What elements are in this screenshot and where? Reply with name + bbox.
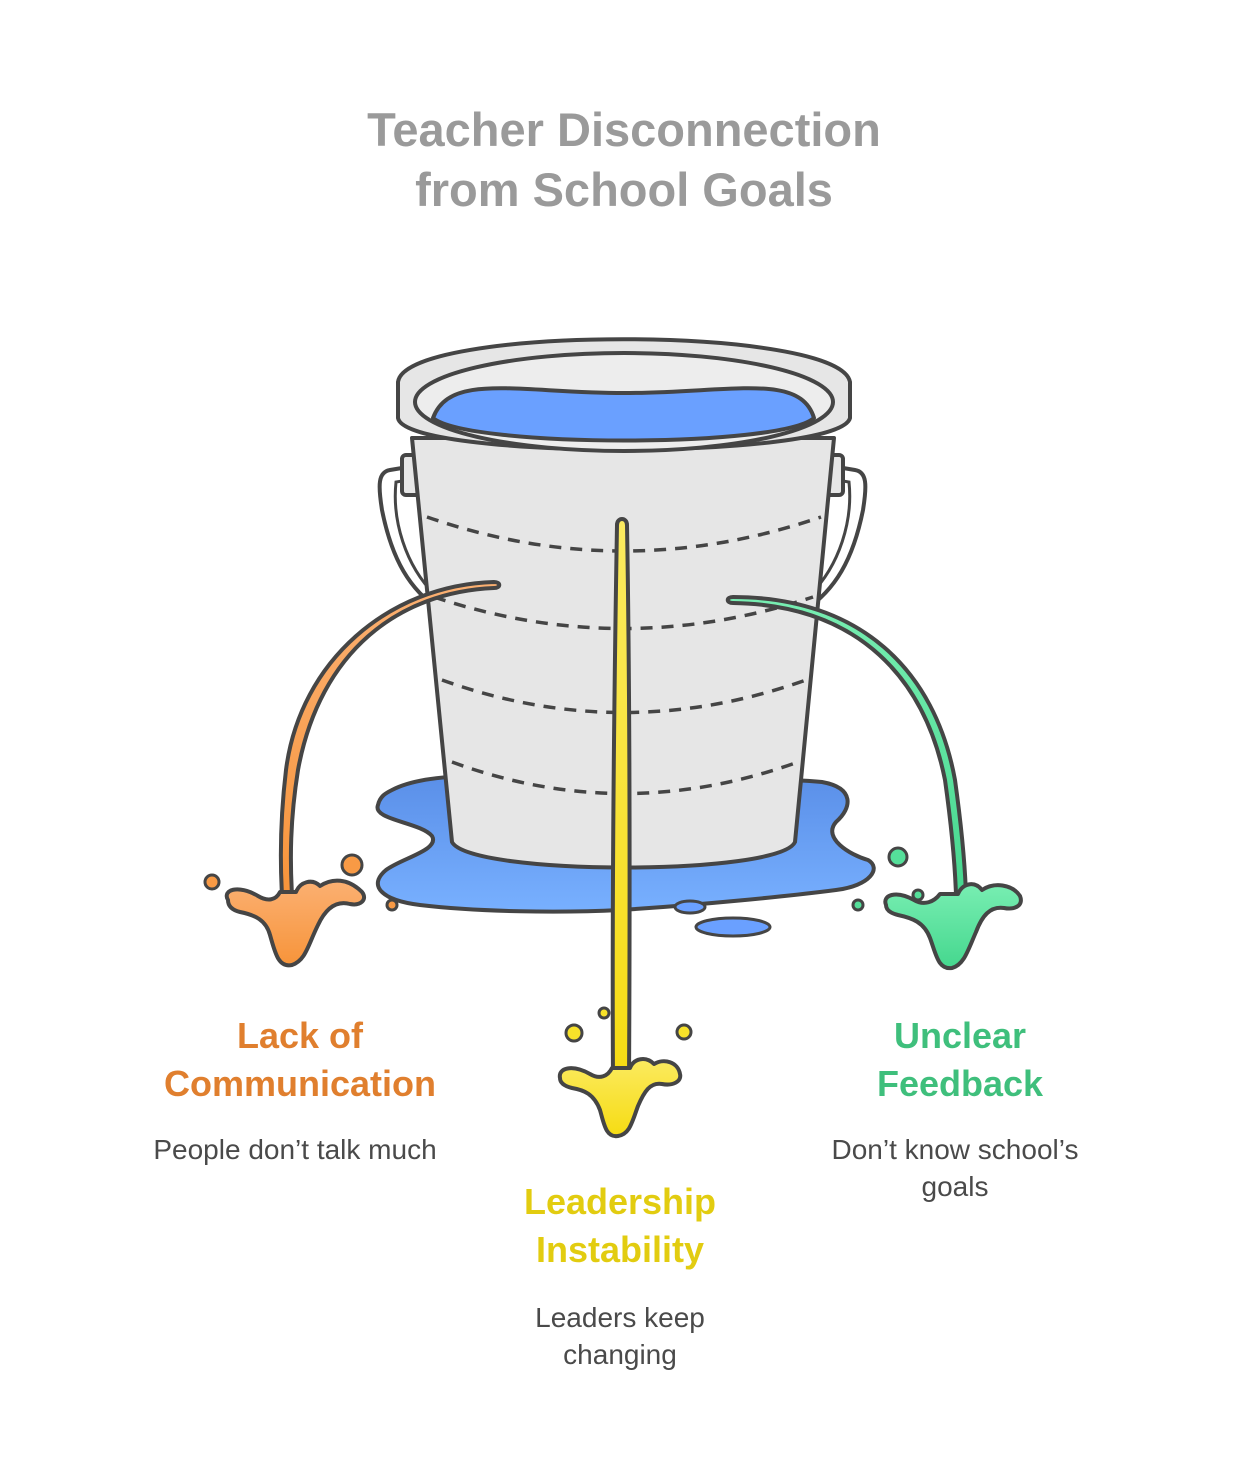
description-unclear-feedback: Don’t know school’s goals xyxy=(831,1134,1079,1202)
label-lack-of-communication: Lack of Communication xyxy=(120,1012,480,1108)
droplet-middle xyxy=(597,1006,611,1020)
description-lack-of-communication: People don’t talk much xyxy=(153,1134,437,1165)
leak-stream-middle xyxy=(610,517,632,1084)
droplet-right xyxy=(887,846,909,868)
splash-right xyxy=(883,882,1023,971)
diagram-title: Teacher Disconnection from School Goals xyxy=(0,100,1248,220)
leak-stream-right xyxy=(725,595,968,897)
droplet-right xyxy=(851,898,865,912)
bucket-handle xyxy=(377,463,442,612)
title-line-1: Teacher Disconnection xyxy=(367,103,881,156)
label-line: Leadership xyxy=(523,1181,717,1222)
title-line-2: from School Goals xyxy=(415,163,833,216)
droplet-right xyxy=(911,888,925,902)
puddle-drop xyxy=(673,899,707,915)
label-leadership-instability: Leadership Instability xyxy=(450,1178,790,1274)
label-line: Feedback xyxy=(876,1063,1044,1104)
description-leadership-instability: Leaders keep changing xyxy=(535,1302,705,1370)
puddle-drop xyxy=(694,916,772,938)
label-line: Communication xyxy=(163,1063,436,1104)
splash-left xyxy=(224,878,367,968)
label-unclear-feedback: Unclear Feedback xyxy=(800,1012,1120,1108)
splash-middle xyxy=(557,1057,683,1139)
bucket-water xyxy=(431,386,816,443)
bucket-handle xyxy=(803,463,868,612)
label-line: Instability xyxy=(535,1229,705,1270)
droplet-left xyxy=(385,898,399,912)
label-line: Lack of xyxy=(236,1015,364,1056)
droplet-middle xyxy=(675,1023,693,1041)
droplet-left xyxy=(340,853,364,877)
droplet-left xyxy=(203,873,221,891)
droplet-middle xyxy=(564,1023,584,1043)
leak-stream-left xyxy=(278,580,502,897)
label-line: Unclear xyxy=(893,1015,1027,1056)
